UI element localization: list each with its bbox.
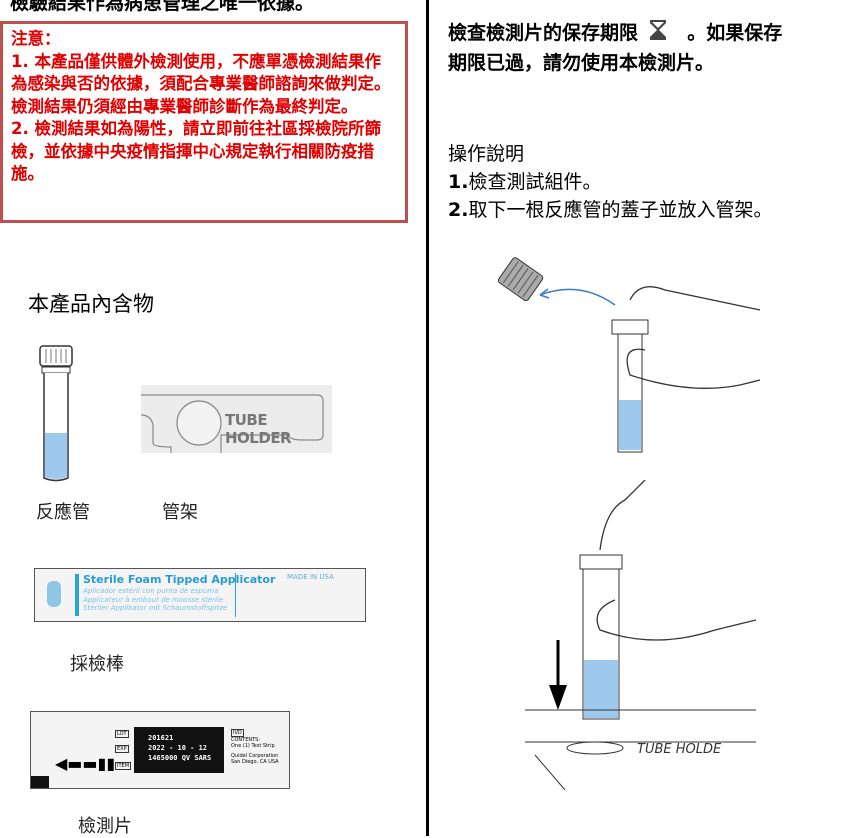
warning-title: 注意： [11, 29, 61, 48]
column-divider [426, 0, 429, 836]
applicator-label: 採檢棒 [70, 654, 124, 675]
item-number: 1465000 QV SARS [148, 754, 212, 762]
expiry-date: 2022 - 10 - 12 [148, 744, 208, 752]
test-strip-label: 檢測片 [78, 816, 132, 837]
lot-number: 201621 [148, 734, 174, 742]
applicator-line: Steriler Applikator mit Schaumstoffspitz… [83, 604, 228, 612]
warning-box: 注意： 1. 本產品僅供體外檢測使用，不應單憑檢測結果作為感染與否的依據，須配合… [0, 21, 408, 223]
contents-title: 本產品內含物 [28, 292, 154, 316]
made-in-usa: MADE IN USA [287, 573, 334, 581]
contents-detail: One (1) Test Strip [231, 743, 275, 749]
logo-icon [47, 581, 61, 607]
applicator-line: Aplicador estéril con punta de espuma [83, 587, 219, 595]
step-text: 取下一根反應管的蓋子並放入管架。 [468, 199, 773, 221]
top-line-text: 檢驗結果作為病患管理之唯一依據。 [10, 0, 315, 14]
applicator-title: Sterile Foam Tipped Applicator [83, 573, 276, 586]
expiry-text: 。如果保存 [687, 22, 783, 44]
step-1: 1.檢查測試組件。 [448, 168, 601, 196]
reaction-tube-image [39, 345, 73, 482]
lot-tag: LOT [115, 730, 129, 738]
tube-holder-label: 管架 [162, 502, 198, 523]
reaction-tube-label: 反應管 [36, 502, 90, 523]
item-tag: ITEM [115, 762, 132, 770]
place-tube-illustration: TUBE HOLDE [525, 480, 756, 790]
applicator-image: Sterile Foam Tipped Applicator Aplicador… [34, 568, 366, 622]
maker-text: Quidel Corporation [231, 753, 279, 759]
tube-holder-image: TUBE HOLDER [141, 385, 332, 453]
warning-item-1: 1. 本產品僅供體外檢測使用，不應單憑檢測結果作為感染與否的依據，須配合專業醫師… [11, 51, 391, 116]
expiry-paragraph: 檢查檢測片的保存期限 。如果保存 期限已過，請勿使用本檢測片。 [448, 18, 782, 78]
step-2: 2.取下一根反應管的蓋子並放入管架。 [448, 196, 772, 224]
step-number: 2. [448, 199, 469, 221]
arrow-left-icon: ◀▬▬▮▮ [55, 754, 116, 773]
contents-text: CONTENTS: [231, 737, 261, 743]
applicator-line: Applicateur à embout de mousse stérile [83, 595, 224, 604]
ivd-tag: IVD [231, 729, 244, 737]
step-text: 檢查測試組件。 [468, 171, 602, 193]
warning-item-2: 2. 檢測結果如為陽性，請立即前往社區採檢院所篩檢，並依據中央疫情指揮中心規定執… [11, 119, 381, 183]
hourglass-icon [649, 20, 666, 40]
uncap-illustration [497, 257, 761, 453]
tube-holder-text: TUBE HOLDER [225, 411, 292, 447]
instructions-title: 操作說明 [448, 143, 525, 165]
step-number: 1. [448, 171, 469, 193]
test-strip-image: ◀▬▬▮▮ LOT EXP ITEM 201621 2022 - 10 - 12… [30, 711, 290, 789]
exp-tag: EXP [115, 745, 129, 753]
maker-location: San Diego, CA USA [231, 759, 279, 765]
tube-holder-illus-text: TUBE HOLDE [637, 742, 722, 757]
expiry-text: 檢查檢測片的保存期限 [448, 22, 639, 44]
expiry-text: 期限已過，請勿使用本檢測片。 [448, 52, 715, 74]
